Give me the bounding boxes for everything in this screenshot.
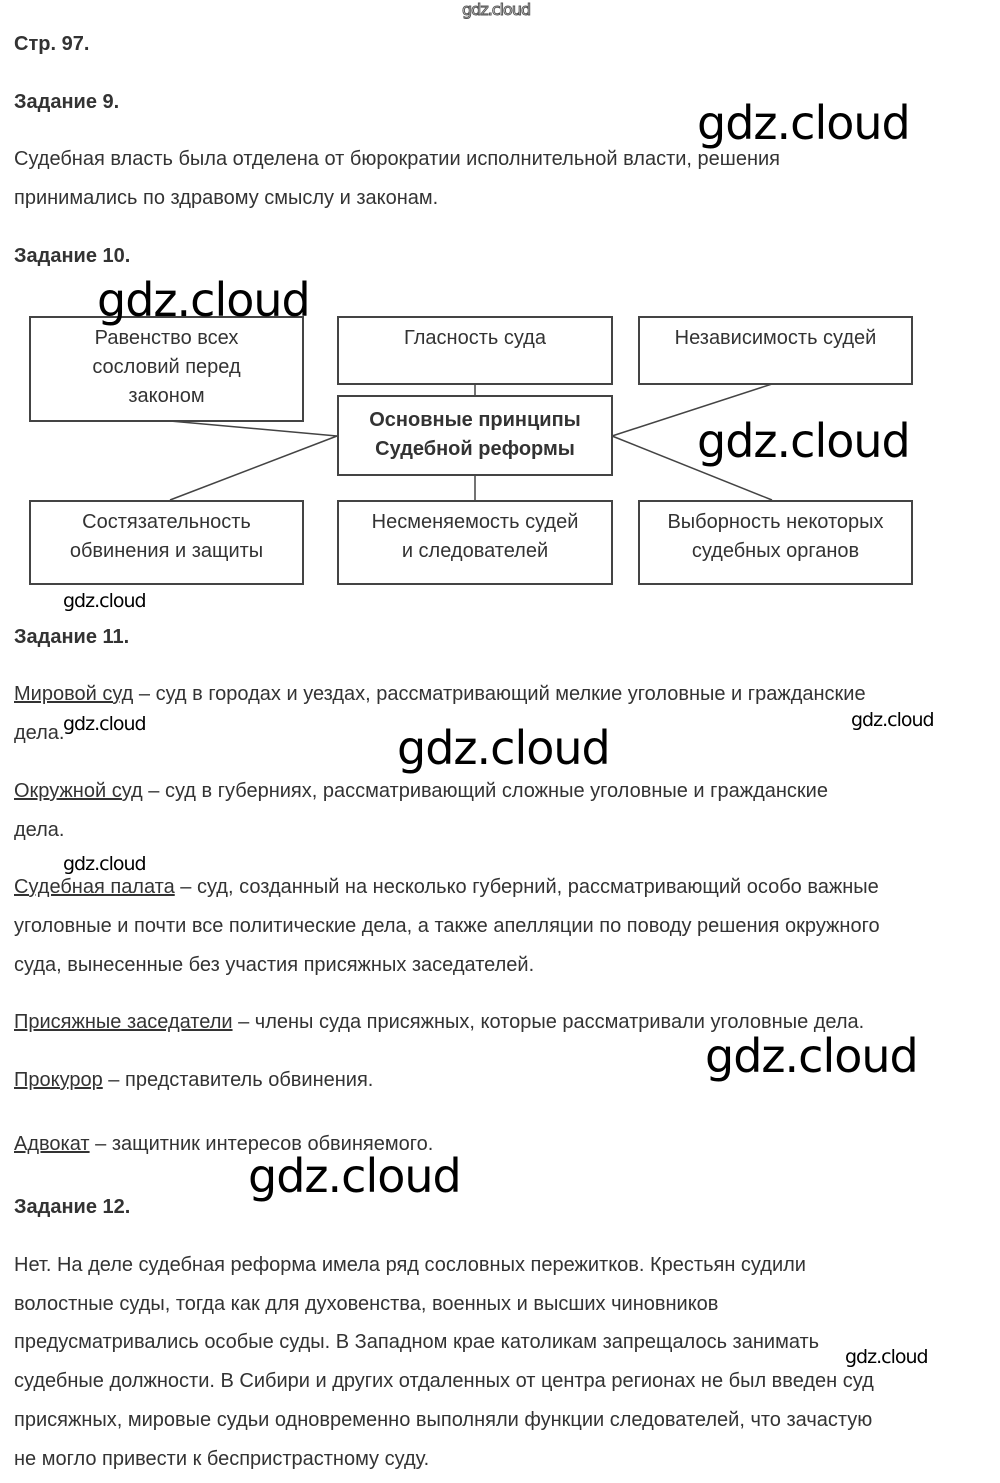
box-line: и следователей <box>401 540 549 562</box>
principle-publicity: Гласность суда <box>337 316 613 385</box>
task9-title: Задание 9. <box>14 91 120 113</box>
term-line: Судебная палата – суд, созданный на неск… <box>14 875 879 899</box>
box-line: обвинения и защиты <box>69 540 264 562</box>
task12-line: не могло привести к беспристрастному суд… <box>14 1448 430 1470</box>
box-line: законом <box>128 385 205 407</box>
task9-line: Судебная власть была отделена от бюрокра… <box>14 148 780 170</box>
definition: – защитник интересов обвиняемого. <box>89 1133 434 1155</box>
term: Судебная палата <box>14 876 175 898</box>
box-line: Гласность суда <box>404 327 546 349</box>
task10-title: Задание 10. <box>14 245 131 267</box>
definition: дела. <box>14 819 65 841</box>
box-line: судебных органов <box>691 540 860 562</box>
task12-line: Нет. На деле судебная реформа имела ряд … <box>14 1254 806 1276</box>
watermark: gdz.cloud <box>705 1029 919 1083</box>
watermark: gdz.cloud <box>97 273 311 327</box>
box-line: Независимость судей <box>674 327 877 349</box>
term: Мировой суд <box>14 683 134 705</box>
watermark: gdz.cloud <box>63 853 147 875</box>
principle-irremovability: Несменяемость судей и следователей <box>337 500 613 585</box>
principle-adversarial: Состязательность обвинения и защиты <box>29 500 304 585</box>
term-line: Мировой суд – суд в городах и уездах, ра… <box>14 682 866 706</box>
watermark: gdz.cloud <box>248 1149 462 1203</box>
task11-title: Задание 11. <box>14 626 130 648</box>
definition: суда, вынесенные без участия присяжных з… <box>14 954 535 976</box>
principle-elections: Выборность некоторых судебных органов <box>638 500 913 585</box>
definition: – представитель обвинения. <box>102 1069 374 1091</box>
box-line: Состязательность <box>82 511 251 533</box>
box-line: Выборность некоторых <box>667 511 884 533</box>
box-line: Равенство всех <box>94 327 239 349</box>
term: Окружной суд <box>14 780 143 802</box>
watermark: gdz.cloud <box>397 721 611 775</box>
watermark: gdz.cloud <box>697 414 911 468</box>
task12-line: судебные должности. В Сибири и других от… <box>14 1370 874 1392</box>
principle-equality: Равенство всех сословий перед законом <box>29 316 304 422</box>
watermark: gdz.cloud <box>851 709 935 731</box>
term-line: Прокурор – представитель обвинения. <box>14 1068 373 1092</box>
task12-line: предусматривались особые суды. В Западно… <box>14 1331 820 1353</box>
principle-independence: Независимость судей <box>638 316 913 385</box>
box-line: Несменяемость судей <box>371 511 579 533</box>
watermark: gdz.cloud <box>697 96 911 150</box>
definition: – члены суда присяжных, которые рассматр… <box>232 1011 865 1033</box>
term-line: Адвокат – защитник интересов обвиняемого… <box>14 1132 433 1156</box>
box-line: Судебной реформы <box>375 438 575 460</box>
diagram-connectors <box>169 383 773 501</box>
task9-line: принимались по здравому смыслу и законам… <box>14 187 439 209</box>
definition: уголовные и почти все политические дела,… <box>14 915 880 937</box>
term: Прокурор <box>14 1069 103 1091</box>
box-line: Основные принципы <box>369 409 581 431</box>
watermark: gdz.cloud <box>461 0 531 20</box>
definition: дела. <box>14 722 65 744</box>
watermark: gdz.cloud <box>63 590 147 612</box>
task12-line: волостные суды, тогда как для духовенств… <box>14 1293 719 1315</box>
definition: – суд в губерниях, рассматривающий сложн… <box>142 780 828 802</box>
page-label: Стр. 97. <box>14 33 90 55</box>
term: Адвокат <box>14 1133 90 1155</box>
term: Присяжные заседатели <box>14 1011 233 1033</box>
diagram-center: Основные принципы Судебной реформы <box>337 395 613 476</box>
task12-line: присяжных, мировые судьи одновременно вы… <box>14 1409 873 1431</box>
watermark: gdz.cloud <box>845 1346 929 1368</box>
definition: – суд в городах и уездах, рассматривающи… <box>133 683 866 705</box>
definition: – суд, созданный на несколько губерний, … <box>174 876 879 898</box>
box-line: сословий перед <box>92 356 241 378</box>
term-line: Присяжные заседатели – члены суда присяж… <box>14 1010 864 1034</box>
term-line: Окружной суд – суд в губерниях, рассматр… <box>14 779 828 803</box>
task12-title: Задание 12. <box>14 1196 131 1218</box>
watermark: gdz.cloud <box>63 713 147 735</box>
